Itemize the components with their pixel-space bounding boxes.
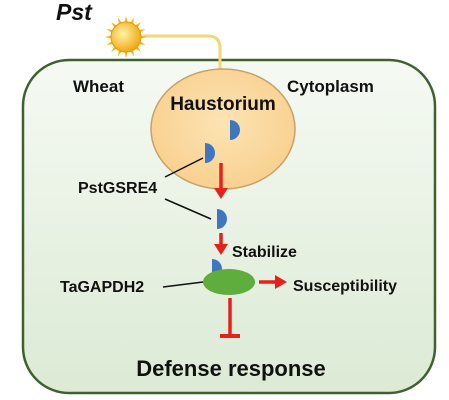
hypha: [143, 34, 222, 72]
haustorium-label: Haustorium: [170, 94, 276, 115]
tagapdh2-protein: [203, 269, 255, 295]
susceptibility-label: Susceptibility: [293, 278, 397, 295]
secretion-arrow: [214, 163, 228, 199]
haustorium: [150, 68, 296, 190]
tagapdh2-label: TaGAPDH2: [60, 279, 144, 296]
effector-leader-line-1: [164, 157, 204, 178]
effector-secreted-icon: [205, 143, 215, 163]
spore-ray: [124, 50, 128, 58]
pstgsre4-label: PstGSRE4: [78, 180, 157, 197]
stabilize-label: Stabilize: [232, 244, 297, 261]
spore-ray: [124, 16, 128, 24]
wheat-cell: [21, 58, 437, 395]
spore-ray: [139, 35, 147, 39]
effector-leader-line-2: [164, 198, 212, 220]
effector-cytoplasm-icon: [217, 209, 227, 229]
defense-response-label: Defense response: [136, 356, 326, 381]
cytoplasm-label: Cytoplasm: [287, 77, 374, 96]
pst-label: Pst: [56, 0, 93, 25]
tagapdh2-leader-line: [162, 281, 204, 288]
defense-inhibition-bar: [220, 298, 240, 338]
effector-in-haustorium-icon: [230, 120, 240, 140]
wheat-label: Wheat: [73, 77, 124, 96]
pst-spore-icon: [105, 16, 147, 58]
stabilize-arrow: [214, 233, 228, 255]
spore-ray: [105, 35, 113, 39]
susceptibility-arrow: [259, 275, 287, 289]
